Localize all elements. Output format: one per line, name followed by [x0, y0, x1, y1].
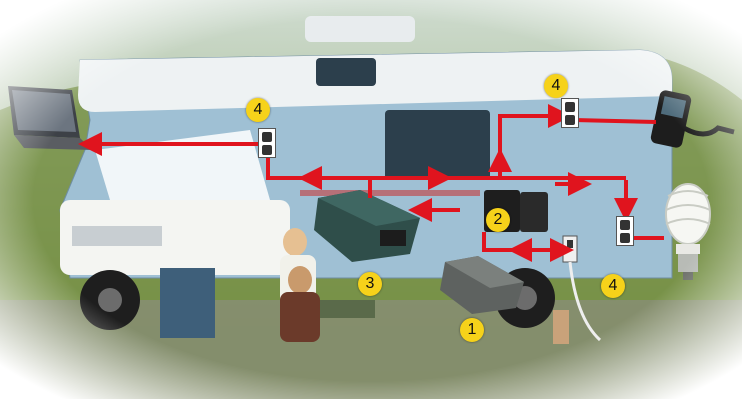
outlet-icon-bulb — [616, 216, 634, 246]
callout-4-shore: 4 — [601, 274, 625, 298]
callout-2: 2 — [486, 208, 510, 232]
outlet-icon-laptop — [258, 128, 276, 158]
callout-3: 3 — [358, 272, 382, 296]
outlet-icon-phone — [561, 98, 579, 128]
callout-1: 1 — [460, 318, 484, 342]
callout-4-laptop: 4 — [246, 98, 270, 122]
callout-4-phone: 4 — [544, 74, 568, 98]
